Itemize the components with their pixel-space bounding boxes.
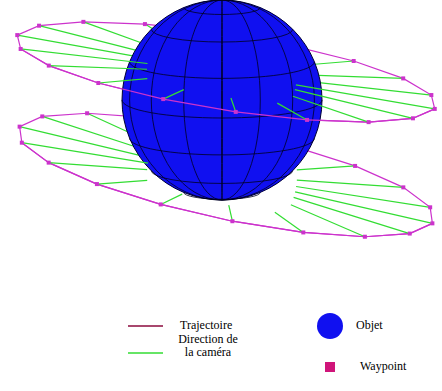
object-sphere [122,0,322,200]
legend-line-sample [128,325,163,327]
camera-direction [98,79,147,83]
trajectory [236,112,307,120]
camera-direction [229,205,233,221]
camera-direction [49,163,148,170]
camera-direction [297,166,355,170]
waypoint [18,125,22,129]
trajectory [232,221,303,232]
legend-swatch [317,313,343,339]
waypoint [95,182,99,186]
waypoint [15,33,19,37]
trajectory [97,184,161,204]
trajectory [49,66,99,83]
trajectory [22,143,49,163]
waypoint [352,59,356,63]
waypoint [40,114,44,118]
trajectory [163,99,235,112]
waypoint [161,97,165,101]
camera-direction [231,98,236,112]
parallel [184,192,261,199]
parallel [122,100,322,118]
waypoint [234,110,238,114]
trajectory [369,118,413,122]
waypoint [20,141,24,145]
camera-direction [275,212,303,232]
parallel [130,138,315,155]
camera-direction [296,85,435,109]
legend-label: Direction de la caméra [178,333,238,359]
sphere [122,0,322,200]
waypoint [37,24,41,28]
waypoint [19,47,23,51]
camera-direction [161,194,182,204]
waypoint [96,81,100,85]
parallel [151,171,292,184]
waypoint [401,185,405,189]
trajectory [413,109,435,118]
front-trajectory [19,47,437,239]
camera-direction [22,143,148,163]
trajectory [365,234,410,237]
legend-line-sample [128,352,163,354]
legend-label: Waypoint [360,360,406,373]
waypoint [81,20,85,24]
waypoint [367,120,371,124]
legend-entry: Direction de la caméra [178,333,238,359]
waypoint [85,111,89,115]
waypoint [401,76,405,80]
waypoint [305,118,309,122]
waypoint [411,116,415,120]
camera-direction [295,90,413,119]
legend-swatch [325,362,335,372]
legend-entry: Waypoint [360,360,406,373]
camera-direction [277,103,307,120]
waypoint [159,202,163,206]
meridian [130,0,315,200]
camera-direction [49,66,147,70]
camera-direction [21,49,148,64]
meridian [184,0,261,200]
waypoint [301,230,305,234]
trajectory [307,120,369,122]
waypoint [429,93,433,97]
camera-direction [163,90,184,99]
waypoint [363,235,367,239]
camera-direction [294,197,410,233]
waypoint [230,219,234,223]
camera-direction [297,180,403,187]
legend-label: Trajectoire [180,319,232,332]
waypoint [143,22,147,26]
trajectory [161,204,233,221]
meridian [151,0,292,200]
meridian [222,0,223,200]
waypoint [430,221,434,225]
legend-label: Objet [356,319,383,332]
parallel [184,8,261,15]
camera-direction [97,180,147,184]
legend-entry: Objet [356,319,383,332]
trajectory [98,83,163,99]
waypoint [428,205,432,209]
waypoint [47,64,51,68]
waypoint [47,161,51,165]
waypoint [408,232,412,236]
waypoint [433,107,437,111]
waypoint [353,164,357,168]
parallel [130,62,315,79]
trajectory [410,223,433,233]
legend-entry: Trajectoire [180,319,232,332]
parallel [151,29,292,42]
camera-direction [291,205,365,237]
